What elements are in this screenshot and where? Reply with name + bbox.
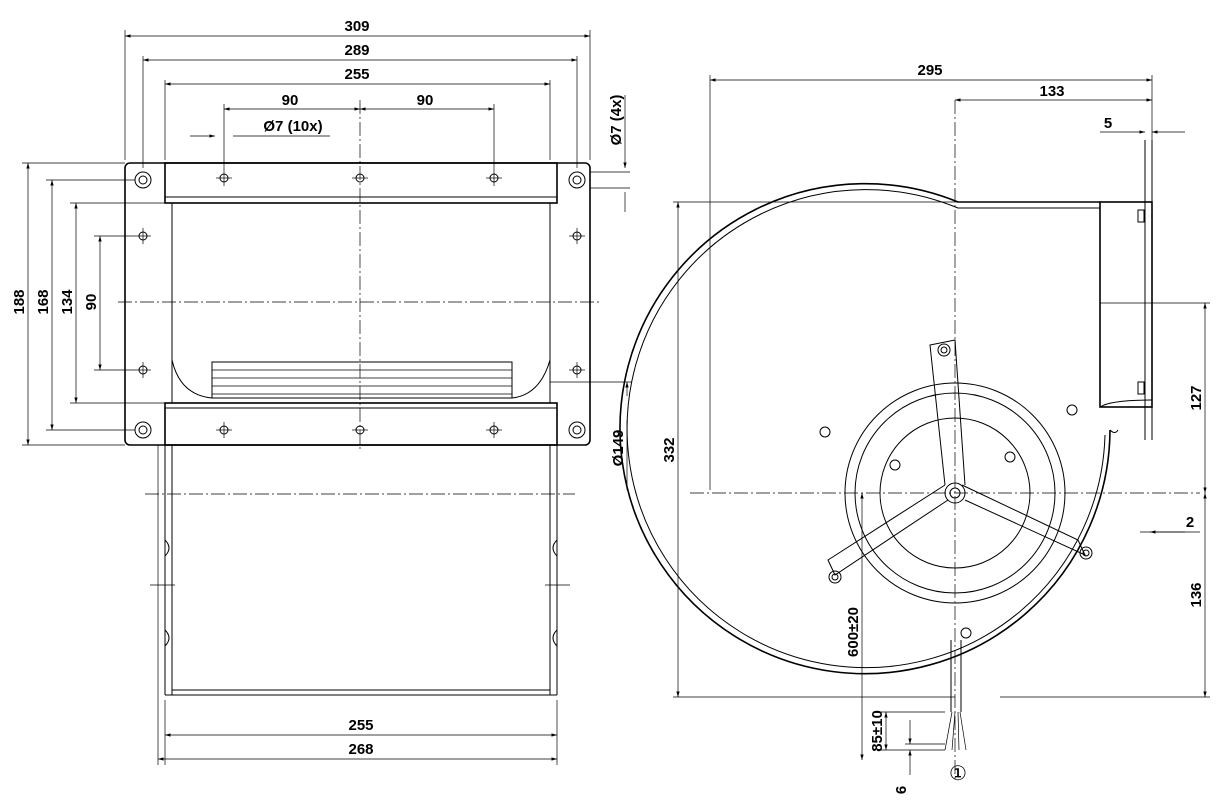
dim-90-right: 90 — [417, 92, 434, 109]
dim-hole-4x: Ø7 (4x) — [608, 95, 625, 146]
dim-90-vertical: 90 — [83, 294, 100, 311]
dim-134: 134 — [59, 289, 76, 315]
front-view: 309 289 255 90 90 Ø7 (10x) Ø7 (4x) 188 1… — [11, 18, 632, 765]
dim-5: 5 — [1104, 115, 1112, 132]
dim-dia-149: Ø149 — [610, 430, 627, 467]
callout-1: ① — [949, 763, 967, 785]
dim-127: 127 — [1188, 385, 1205, 410]
dim-90-left: 90 — [282, 92, 299, 109]
dim-295: 295 — [917, 62, 942, 79]
dim-600: 600±20 — [845, 607, 862, 657]
dim-289: 289 — [344, 42, 369, 59]
dim-255-bottom: 255 — [348, 717, 373, 734]
dim-85: 85±10 — [869, 710, 886, 752]
dim-255-top: 255 — [344, 66, 369, 83]
dim-6: 6 — [893, 786, 910, 794]
dim-188: 188 — [11, 289, 28, 314]
dim-309: 309 — [344, 18, 369, 35]
side-view: 295 133 5 332 127 136 2 600±20 85±10 6 ① — [619, 62, 1210, 794]
dim-168: 168 — [35, 289, 52, 314]
dim-2: 2 — [1186, 514, 1194, 531]
dim-136: 136 — [1188, 582, 1205, 607]
dim-133: 133 — [1039, 83, 1064, 100]
dim-332: 332 — [661, 437, 678, 462]
dim-268: 268 — [348, 741, 373, 758]
mount-point — [819, 343, 1093, 639]
screw-hole — [135, 170, 585, 438]
dim-hole-10x: Ø7 (10x) — [263, 118, 322, 135]
